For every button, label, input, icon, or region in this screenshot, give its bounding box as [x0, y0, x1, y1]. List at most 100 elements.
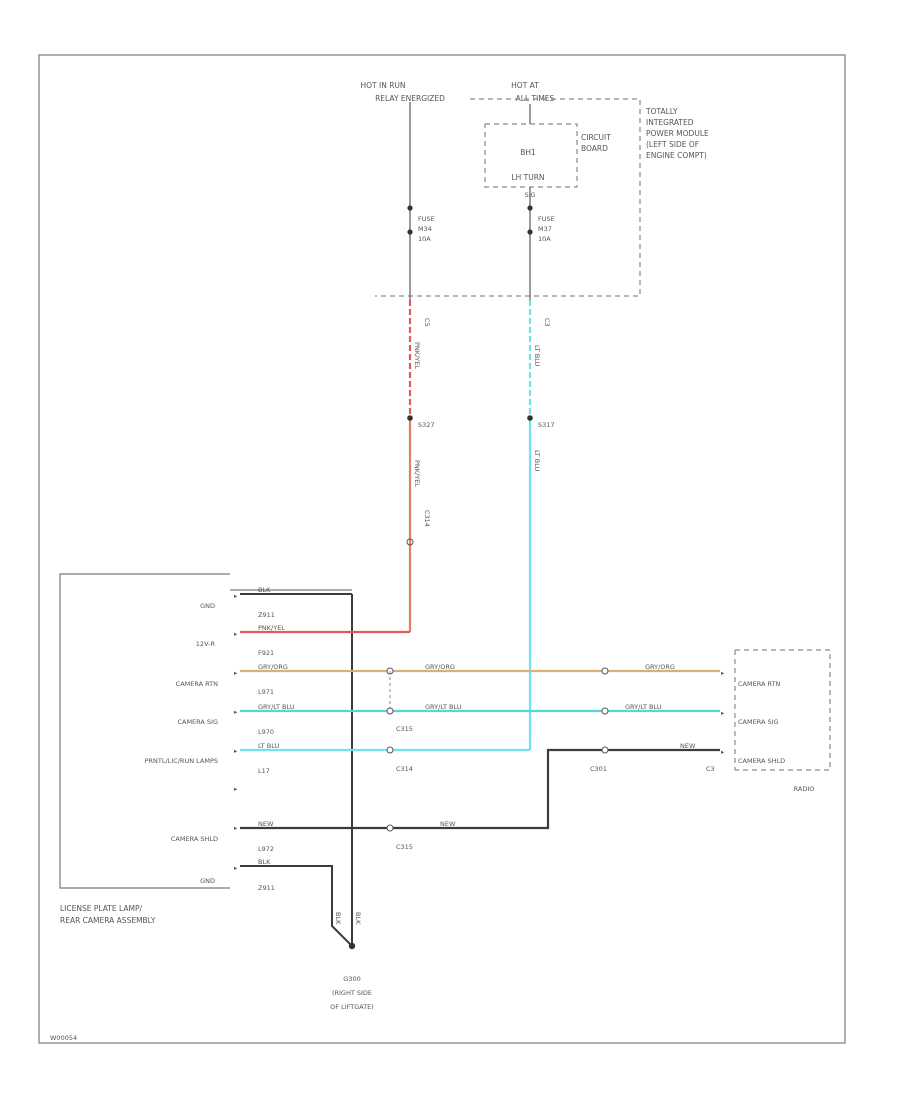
sig-color-mid: GRY/LT BLU — [425, 703, 462, 711]
hot-at-label-1: HOT AT — [511, 81, 539, 90]
hot-run-label-1: HOT IN RUN — [360, 81, 405, 90]
rtn-color-mid: GRY/ORG — [425, 663, 455, 671]
tipm-label-4: (LEFT SIDE OF — [646, 140, 699, 149]
camera-pin-lamps: PRNTL/LIC/RUN LAMPS — [145, 757, 218, 765]
fuse-left-bottom-terminal — [407, 229, 413, 235]
batt-feed-color-label-lower: LT BLU — [533, 450, 541, 472]
rtn-color-left: GRY/ORG — [258, 663, 288, 671]
tipm-connector-left: C5 — [423, 318, 431, 327]
circuit-board-box — [484, 123, 578, 188]
diagram-frame — [38, 54, 846, 1044]
lamp-color: LT BLU — [258, 742, 280, 750]
sig-connector-c315 — [386, 707, 394, 715]
ground-point — [348, 942, 356, 950]
relay-name: BH1 — [520, 148, 536, 157]
ground-name: G300 — [343, 975, 360, 983]
run-feed-color-label-lower: PNK/YEL — [413, 460, 421, 487]
vdc-circuit: F921 — [258, 649, 274, 657]
fuse-left-label-1: FUSE — [418, 215, 435, 223]
run-feed-color-label: PNK/YEL — [413, 342, 421, 369]
camera-pin-marker-1: ▸ — [234, 592, 238, 600]
camera-pin-rtn: CAMERA RTN — [176, 680, 218, 688]
sig-color-left: GRY/LT BLU — [258, 703, 295, 711]
batt-feed-color-label: LT BLU — [533, 345, 541, 367]
gnd-bottom-wire — [240, 865, 353, 947]
camera-pin-marker-3: ▸ — [234, 669, 238, 677]
tipm-label-2: INTEGRATED — [646, 118, 694, 127]
splice-s327 — [407, 415, 413, 421]
shld-color-left: NEW — [258, 820, 274, 828]
relay-label: LH TURN — [511, 173, 544, 182]
lamp-circuit: L17 — [258, 767, 270, 775]
vdc-color: PNK/YEL — [258, 624, 285, 632]
c315-label: C315 — [396, 725, 413, 733]
radio-pin-marker-1: ▸ — [721, 669, 725, 677]
splice-s317 — [527, 415, 533, 421]
camera-pin-marker-2: ▸ — [234, 630, 238, 638]
c314-label: C314 — [396, 765, 413, 773]
fuse-left-label-3: 10A — [418, 235, 431, 243]
shld-color-right: NEW — [680, 742, 696, 750]
camera-pin-sig: CAMERA SIG — [177, 718, 218, 726]
camera-pin-gnd-top: GND — [200, 602, 215, 610]
camera-pin-gnd-bottom: GND — [200, 877, 215, 885]
fuse-right-label-1: FUSE — [538, 215, 555, 223]
fuse-right-bottom-terminal — [527, 229, 533, 235]
tipm-label-3: POWER MODULE — [646, 129, 709, 138]
camera-pin-vdc: 12V-R — [196, 640, 216, 648]
c301-label: C301 — [590, 765, 607, 773]
camera-pin-marker-7: ▸ — [234, 824, 238, 832]
gnd-bottom-circuit: Z911 — [258, 884, 275, 892]
rtn-color-right: GRY/ORG — [645, 663, 675, 671]
shld-circuit: L972 — [258, 845, 274, 853]
circuit-board-label-1: CIRCUIT — [581, 133, 611, 142]
sig-circuit: L970 — [258, 728, 274, 736]
camera-pin-shld: CAMERA SHLD — [171, 835, 218, 843]
gnd-top-color: BLK — [258, 586, 271, 594]
camera-pin-marker-5: ▸ — [234, 747, 238, 755]
hot-run-label-2: RELAY ENERGIZED — [375, 94, 445, 103]
radio-pin-shld: CAMERA SHLD — [738, 757, 785, 765]
fuse-right-label-3: 10A — [538, 235, 551, 243]
fuse-right-label-2: M37 — [538, 225, 552, 233]
ground-location-1: (RIGHT SIDE — [332, 989, 372, 997]
radio-pin-rtn: CAMERA RTN — [738, 680, 780, 688]
shld-wire — [240, 748, 720, 830]
circuit-board-label-2: BOARD — [581, 144, 608, 153]
radio-pin-marker-3: ▸ — [721, 748, 725, 756]
splice-s317-label: S317 — [538, 421, 555, 429]
fuse-left-top-terminal — [407, 205, 413, 211]
shld-connector-label: C315 — [396, 843, 413, 851]
fuse-left-label-2: M34 — [418, 225, 432, 233]
camera-pin-marker-4: ▸ — [234, 708, 238, 716]
camera-title-line-2: REAR CAMERA ASSEMBLY — [60, 916, 156, 925]
radio-pin-sig: CAMERA SIG — [738, 718, 779, 726]
inline-connector-c314-label: C314 — [423, 510, 431, 527]
tipm-connector-right: C3 — [543, 318, 551, 327]
camera-pin-marker-8: ▸ — [234, 864, 238, 872]
rtn-circuit: L971 — [258, 688, 274, 696]
sig-connector-c301 — [601, 707, 609, 715]
radio-name: RADIO — [794, 785, 815, 793]
camera-assembly-box — [59, 573, 230, 889]
radio-pin-marker-2: ▸ — [721, 709, 725, 717]
gnd-bottom-color: BLK — [258, 858, 271, 866]
shld-connector-c315 — [386, 824, 394, 832]
tipm-label-5: ENGINE COMPT) — [646, 151, 707, 160]
diagram-id: W00054 — [50, 1034, 77, 1042]
camera-pin-marker-6: ▸ — [234, 785, 238, 793]
c3-label: C3 — [706, 765, 715, 773]
lamp-connector-c314 — [386, 746, 394, 754]
gnd-top-circuit: Z911 — [258, 611, 275, 619]
fuse-right-top-terminal — [527, 205, 533, 211]
tipm-enclosure — [375, 98, 641, 297]
ground-location-2: OF LIFTGATE) — [330, 1003, 374, 1011]
tipm-label-1: TOTALLY — [645, 107, 678, 116]
inline-connector-c314 — [406, 538, 414, 546]
shld-color-mid: NEW — [440, 820, 456, 828]
shld-connector-c301 — [601, 746, 609, 754]
gnd-wire-left-label: BLK — [334, 912, 342, 925]
splice-s327-label: S327 — [418, 421, 435, 429]
rtn-connector-c301 — [601, 667, 609, 675]
